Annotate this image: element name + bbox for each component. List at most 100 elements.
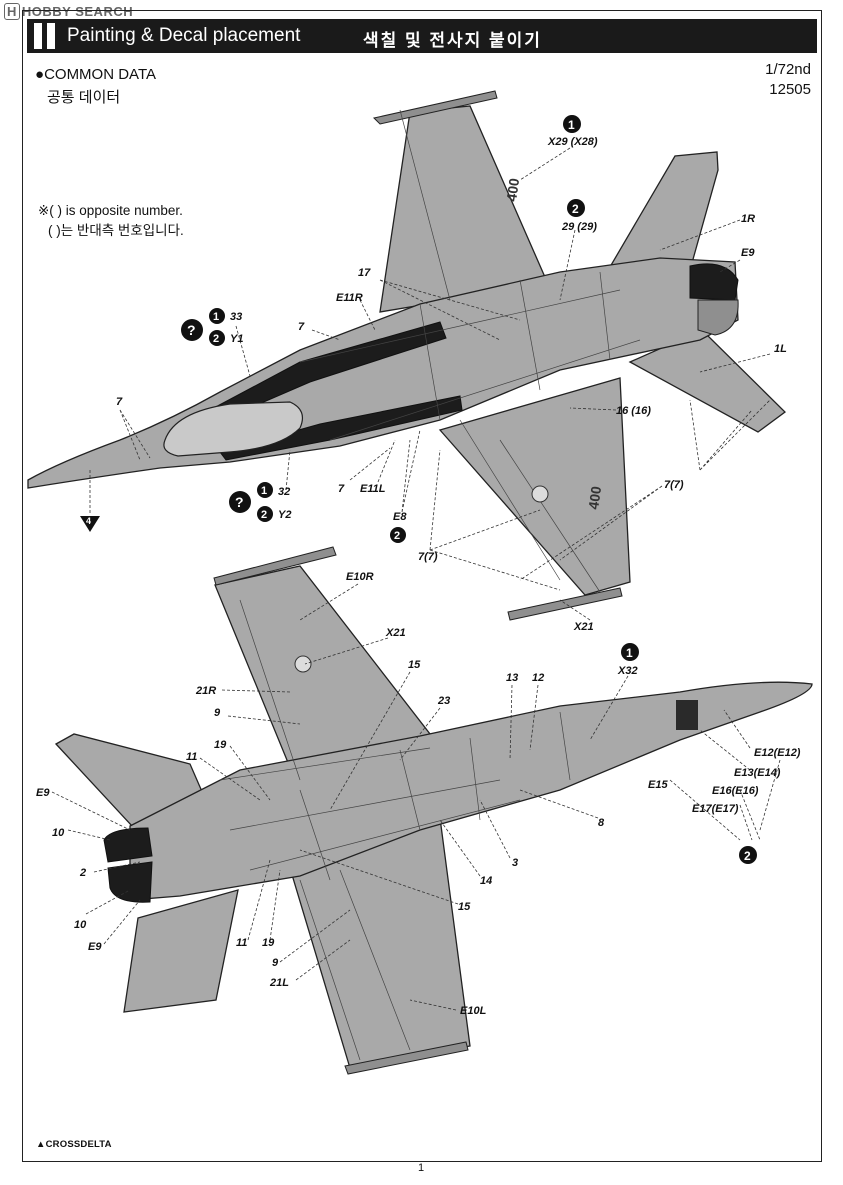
top-upper-wingtip-rail (373, 90, 498, 125)
label-7-7a: 7(7) (664, 479, 684, 491)
marker-2-icon-d (257, 506, 273, 522)
bottom-view-aircraft (54, 546, 813, 1075)
footer-brand: ▲CROSSDELTA (36, 1139, 112, 1150)
label-y2: Y2 (278, 509, 291, 521)
page-number: 1 (418, 1162, 425, 1174)
label-y1: Y1 (230, 333, 243, 345)
bottom-panel-lines (219, 599, 571, 1061)
label-1r: 1R (741, 213, 755, 225)
label-19b: 19 (262, 937, 275, 949)
bottom-nose-vent (676, 700, 698, 730)
label-13: 13 (506, 672, 518, 684)
label-15b: 15 (458, 901, 471, 913)
marker-2-text-b: 2 (213, 333, 219, 345)
bottom-upper-stab (54, 733, 211, 827)
label-23: 23 (437, 695, 450, 707)
top-wing-code: 400 (503, 177, 522, 203)
marker-1-icon-d (257, 482, 273, 498)
question-marker-icon-1 (181, 319, 203, 341)
note-line-en: ※( ) is opposite number. (38, 203, 183, 218)
label-7-7b: 7(7) (418, 551, 438, 563)
top-lower-wingtip-rail (507, 587, 623, 621)
page-frame (22, 10, 822, 1162)
marker-2-icon (567, 199, 585, 217)
bottom-lower-wingtip-rail (344, 1041, 469, 1075)
label-e9b: E9 (88, 941, 102, 953)
section-numeral-icon (33, 23, 59, 49)
label-e11l: E11L (360, 483, 386, 495)
bottom-leader-lines (51, 583, 781, 1011)
marker-1-icon-e (621, 643, 639, 661)
label-e8: E8 (393, 511, 407, 523)
label-1l: 1L (774, 343, 787, 355)
section-title-kr: 색칠 및 전사지 붙이기 (363, 31, 542, 50)
label-7c: 7 (338, 483, 345, 495)
marker-2-icon-e (739, 846, 757, 864)
marker-1-text-b: 1 (213, 311, 219, 323)
scale-ratio: 1/72nd (765, 61, 811, 78)
bottom-wing-code-top: 400 (585, 485, 604, 511)
opposite-number-note: ※( ) is opposite number. ( )는 반대측 번호입니다. (38, 201, 184, 241)
label-10a: 10 (52, 827, 65, 839)
label-3: 3 (512, 857, 518, 869)
label-x29: X29 (X28) (547, 136, 598, 148)
label-e11r: E11R (336, 292, 363, 304)
bottom-nozzle-upper (103, 827, 153, 863)
section-title: Painting & Decal placement (67, 25, 301, 46)
marker-1-text: 1 (568, 118, 575, 132)
label-e12: E12(E12) (754, 747, 801, 759)
label-x32: X32 (617, 665, 638, 677)
label-e9-top: E9 (741, 247, 755, 259)
label-12: 12 (532, 672, 544, 684)
label-14: 14 (480, 875, 492, 887)
note-line-kr: ( )는 반대측 번호입니다. (48, 223, 184, 238)
marker-1-icon (563, 115, 581, 133)
label-21r: 21R (195, 685, 216, 697)
label-e15: E15 (648, 779, 668, 791)
label-2: 2 (79, 867, 86, 879)
scale-info: 1/72nd 12505 (765, 60, 811, 100)
watermark-logo: H (4, 3, 20, 20)
common-data-kr: 공통 데이터 (47, 89, 121, 106)
label-19a: 19 (214, 739, 227, 751)
kit-number: 12505 (769, 81, 811, 98)
common-data-label: ●COMMON DATA 공통 데이터 (35, 66, 156, 106)
question-marker-text-1: ? (187, 322, 196, 338)
top-nozzle-upper (689, 263, 739, 301)
label-11b: 11 (236, 937, 247, 949)
marker-1-text-d: 1 (261, 485, 267, 497)
bottom-nozzle-lower (107, 861, 153, 903)
label-21l: 21L (269, 977, 289, 989)
question-marker-icon-2 (229, 491, 251, 513)
marker-1-icon-b (209, 308, 225, 324)
top-lex-lower (219, 395, 463, 461)
label-32: 32 (278, 486, 290, 498)
top-canopy (163, 401, 303, 457)
top-nozzle-lower (697, 299, 739, 336)
label-16: 16 (16) (616, 405, 651, 417)
marker-1-text-e: 1 (626, 646, 633, 660)
label-29: 29 (29) (561, 221, 597, 233)
label-e17: E17(E17) (692, 803, 739, 815)
step-4-text: 4 (86, 516, 91, 526)
common-data-text: COMMON DATA (44, 66, 156, 83)
label-33: 33 (230, 311, 242, 323)
watermark-text: HOBBY SEARCH (21, 4, 134, 19)
top-panel-lines (299, 109, 641, 593)
label-e9a: E9 (36, 787, 50, 799)
section-header: Painting & Decal placement 색칠 및 전사지 붙이기 (27, 19, 817, 53)
label-7a: 7 (298, 321, 305, 333)
marker-2-text-c: 2 (394, 530, 400, 542)
bottom-lower-tail (123, 889, 239, 1013)
label-e13: E13(E14) (734, 767, 781, 779)
question-marker-text-2: ? (235, 494, 244, 510)
step-arrow-icon (80, 516, 100, 532)
label-x21-bottom: X21 (385, 627, 406, 639)
bottom-callouts: E10R X21 15 21R 23 13 12 1 X32 9 19 11 E… (36, 571, 801, 1017)
top-callouts: 1 X29 (X28) 2 29 (29) 1R E9 17 E11R 7 ? … (80, 115, 787, 633)
label-9b: 9 (272, 957, 279, 969)
label-x21-top: X21 (573, 621, 594, 633)
marker-2-text: 2 (572, 202, 579, 216)
label-11a: 11 (186, 751, 197, 763)
